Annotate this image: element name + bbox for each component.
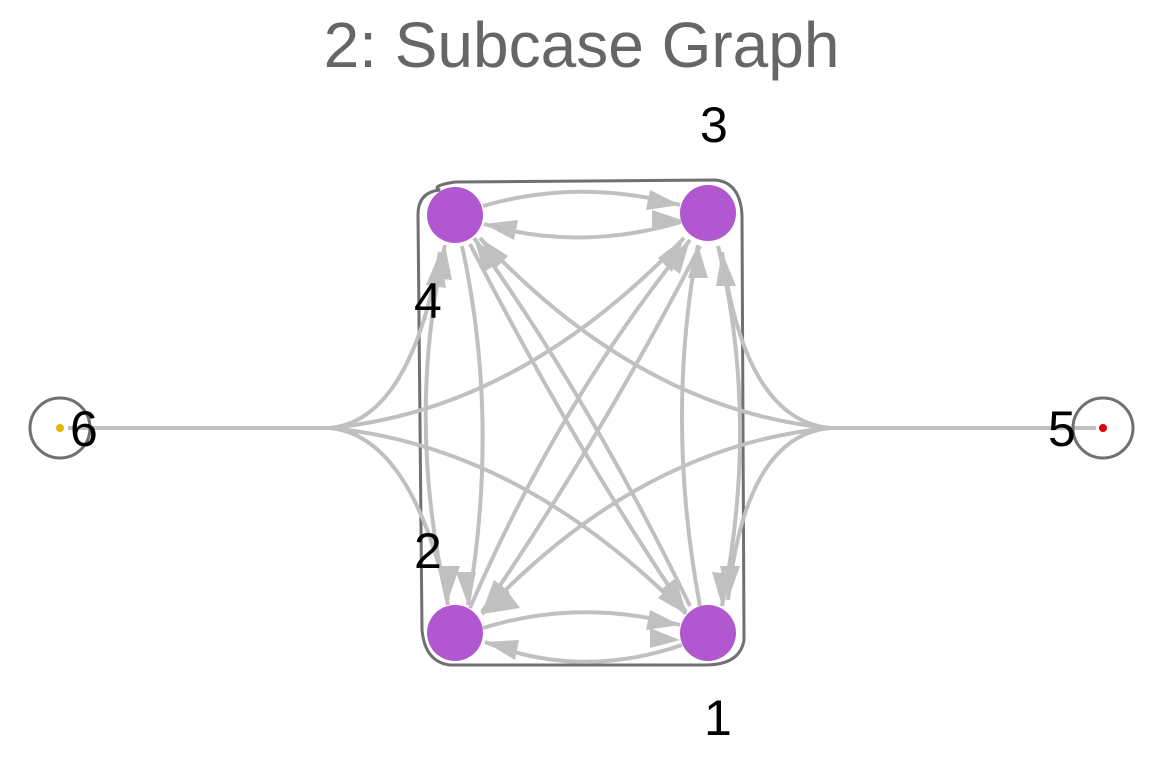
node-label-6: 6	[70, 401, 98, 457]
edge-4-1	[468, 243, 688, 614]
arrowhead	[485, 640, 519, 660]
node-3[interactable]	[680, 185, 736, 241]
node-6-loop[interactable]	[28, 396, 92, 460]
edge-6-4	[329, 251, 442, 430]
edges	[68, 189, 1096, 664]
edge-5-3	[720, 251, 831, 430]
edge-6-3	[329, 236, 686, 430]
edge-4-2	[460, 245, 485, 606]
arrowhead	[688, 245, 708, 278]
arrowhead	[646, 190, 680, 210]
edge-5-1	[726, 426, 831, 601]
node-label-4: 4	[414, 273, 442, 329]
arrowhead	[652, 210, 682, 230]
edge-5-4	[478, 236, 831, 430]
edge-1-3	[680, 244, 702, 607]
arrowhead	[440, 566, 460, 600]
arrowhead	[720, 566, 740, 600]
graph-border-outline	[416, 178, 746, 667]
arrowhead	[480, 238, 508, 270]
node-5-loop[interactable]	[1071, 396, 1135, 460]
node-label-3: 3	[700, 97, 728, 153]
edge-3-2	[480, 245, 702, 614]
arrowhead	[658, 584, 686, 614]
arrowhead	[658, 238, 684, 272]
node-5-dot	[1099, 424, 1107, 432]
arrowhead	[716, 252, 736, 286]
arrowhead	[646, 610, 680, 630]
edge-1-4	[472, 236, 692, 607]
arrowhead	[456, 572, 476, 605]
arrowhead	[426, 252, 446, 288]
node-label-2: 2	[414, 523, 442, 579]
edge-6-1	[329, 426, 688, 616]
arrowheads	[426, 190, 740, 660]
arrowhead	[482, 592, 520, 614]
edge-2-3	[468, 238, 692, 609]
arrowhead	[484, 220, 518, 240]
node-6-dot	[56, 424, 64, 432]
arrowhead	[482, 580, 510, 612]
graph-title: 2: Subcase Graph	[323, 9, 840, 81]
node-4[interactable]	[427, 187, 483, 243]
edge-5-2	[480, 426, 831, 616]
node-label-1: 1	[704, 690, 732, 746]
arrowhead	[650, 628, 680, 648]
node-label-5: 5	[1048, 401, 1076, 457]
edge-6-2	[329, 426, 450, 601]
node-2[interactable]	[427, 605, 483, 661]
node-1[interactable]	[680, 605, 736, 661]
